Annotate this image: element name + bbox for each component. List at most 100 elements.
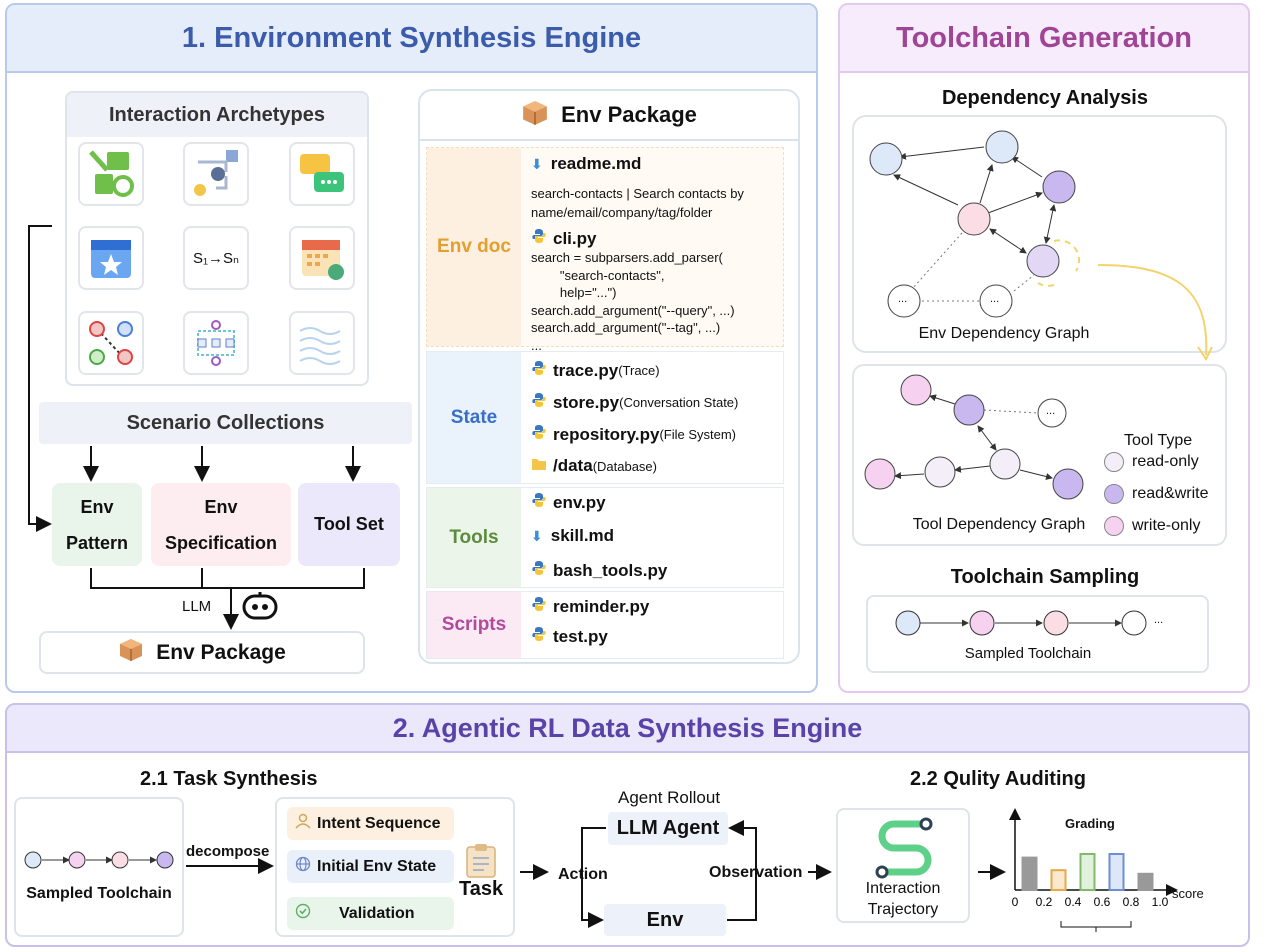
tool-dependency-graph-box: ... Tool Dependency Graph Tool Type read…	[852, 364, 1227, 546]
legend-label: write-only	[1132, 517, 1201, 535]
env-graph-ellipsis: ...	[898, 293, 908, 305]
quality-auditing-title: 2.2 Qulity Auditing	[910, 768, 1086, 790]
env-pattern-label: Env Pattern	[65, 496, 128, 553]
action-label: Action	[558, 866, 608, 883]
python-icon	[531, 560, 547, 581]
tools-file: bash_tools.py	[531, 560, 667, 581]
scripts-file: test.py	[531, 626, 608, 647]
tools-filename: bash_tools.py	[553, 560, 668, 580]
tools-filename: env.py	[553, 492, 606, 512]
tools-label: Tools	[427, 488, 521, 587]
env-doc-label: Env doc	[427, 148, 521, 346]
llm-label: LLM	[182, 598, 212, 615]
shopping-icon	[78, 142, 144, 206]
initial-env-state-label: Initial Env State	[317, 857, 437, 875]
tools-row: Tools env.py ⬇ skill.md bash_tools.py	[426, 487, 784, 588]
llm-agent-box: LLM Agent	[608, 812, 728, 845]
env-specification-label: Env Specification	[164, 496, 278, 553]
env-flow-arrows	[28, 225, 365, 630]
grading-title: Grading	[1065, 816, 1115, 831]
legend-label: read&write	[1132, 485, 1209, 503]
env-dependency-graph-box: ... ... Env Dependency Graph	[852, 115, 1227, 353]
legend-swatch	[1104, 484, 1124, 504]
grading-bar	[1108, 853, 1125, 891]
state-label: State	[427, 352, 521, 483]
package-icon	[521, 99, 549, 132]
legend-item: write-only	[1104, 516, 1208, 536]
scripts-row: Scripts reminder.py test.py	[426, 591, 784, 659]
graph-transition-arrow	[1097, 264, 1213, 361]
robot-icon	[241, 592, 279, 627]
intent-sequence-pill: Intent Sequence	[287, 807, 454, 840]
env-graph-ellipsis: ...	[990, 293, 1000, 305]
cli-file: cli.py	[531, 228, 596, 249]
llm-agent-label: LLM Agent	[616, 817, 720, 839]
workflow-icon	[183, 142, 249, 206]
validation-label: Validation	[339, 904, 415, 922]
state-row: State trace.py(Trace) store.py(Conversat…	[426, 351, 784, 484]
validation-pill: Validation	[287, 897, 454, 930]
scripts-label: Scripts	[427, 592, 521, 658]
state-file-note: (Trace)	[618, 363, 660, 378]
scenario-collections: Scenario Collections	[39, 402, 412, 444]
env-label: Env	[646, 908, 684, 931]
clipboard-icon	[464, 842, 498, 883]
interaction-archetypes-title: Interaction Archetypes	[67, 93, 367, 137]
download-icon: ⬇	[531, 155, 543, 172]
python-icon	[531, 626, 547, 647]
scripts-filename: test.py	[553, 626, 608, 646]
state-filename: trace.py	[553, 360, 619, 380]
env-package-header: Env Package	[420, 91, 798, 141]
env-package-bottom-label: Env Package	[156, 640, 286, 664]
calendar-star-icon	[78, 226, 144, 290]
grading-brace	[1060, 921, 1132, 932]
tool-graph-caption: Tool Dependency Graph	[912, 516, 1086, 533]
grading-tick-label: 0.6	[1094, 895, 1111, 909]
env-pattern-box: Env Pattern	[52, 483, 142, 566]
scripts-file: reminder.py	[531, 596, 649, 617]
state-filename: repository.py	[553, 424, 660, 444]
sampled-toolchain-box: ... Sampled Toolchain	[866, 595, 1209, 673]
dependency-analysis-title: Dependency Analysis	[941, 86, 1148, 109]
legend-swatch	[1104, 452, 1124, 472]
state-file: trace.py(Trace)	[531, 360, 660, 381]
readme-text: search-contacts | Search contacts by nam…	[531, 186, 744, 220]
env-graph-caption: Env Dependency Graph	[918, 325, 1090, 342]
grading-tick-label: 0.2	[1036, 895, 1053, 909]
tool-set-box: Tool Set	[298, 483, 400, 566]
agent-rollout-label: Agent Rollout	[618, 788, 721, 807]
env-package-bottom-box: Env Package	[39, 631, 365, 674]
calendar-clock-icon	[289, 226, 355, 290]
tool-graph-ellipsis: ...	[1046, 405, 1056, 417]
sampled-toolchain-ellipsis: ...	[1154, 614, 1164, 626]
download-icon: ⬇	[531, 527, 543, 544]
state-file-note: (File System)	[659, 427, 736, 442]
rl-sampled-toolchain-label: Sampled Toolchain	[26, 885, 172, 902]
grading-tick-label: 0.4	[1065, 895, 1082, 909]
readme-filename: readme.md	[550, 154, 642, 173]
globe-icon	[295, 856, 311, 877]
tool-set-label: Tool Set	[314, 514, 384, 534]
state-filename: store.py	[553, 392, 620, 412]
cli-filename: cli.py	[553, 228, 597, 248]
tools-file: ⬇ skill.md	[531, 526, 614, 546]
score-axis-label: score	[1172, 886, 1204, 901]
check-circle-icon	[295, 903, 311, 924]
python-icon	[531, 228, 547, 249]
legend-item: read-only	[1104, 452, 1208, 472]
task-label: Task	[459, 878, 504, 900]
tools-filename: skill.md	[550, 526, 615, 545]
rl-flow-arrows	[186, 820, 1006, 928]
intent-sequence-label: Intent Sequence	[317, 814, 441, 832]
cli-code: search = subparsers.add_parser( "search-…	[531, 250, 735, 353]
rl-synthesis-title: 2. Agentic RL Data Synthesis Engine	[392, 712, 863, 743]
grading-tick-label: 0	[1012, 895, 1019, 909]
grading-tick-label: 0.8	[1123, 895, 1140, 909]
tool-dependency-graph	[864, 374, 1084, 500]
state-sequence-label: S₁→Sₙ	[192, 250, 240, 267]
state-sequence-icon: S₁→Sₙ	[183, 226, 249, 290]
task-synthesis-title: 2.1 Task Synthesis	[140, 768, 318, 790]
env-package-box: Env Package Env doc ⬇ readme.md search-c…	[418, 89, 800, 664]
rl-synthesis-header: 2. Agentic RL Data Synthesis Engine	[7, 705, 1248, 753]
